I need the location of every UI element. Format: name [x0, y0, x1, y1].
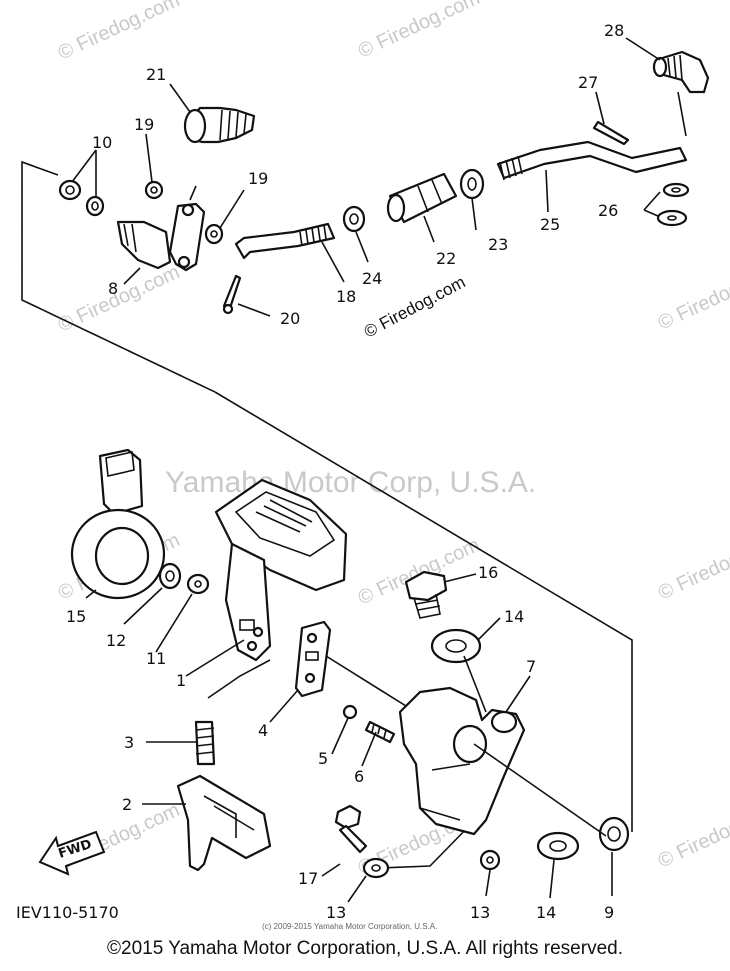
callout-17: 17	[298, 869, 318, 888]
part-13-washers	[362, 849, 501, 879]
part-28-joint	[652, 50, 710, 94]
callout-27: 27	[578, 73, 598, 92]
part-25-rod	[496, 140, 688, 181]
part-1-handle	[214, 478, 348, 662]
shaft-axis-line	[473, 743, 607, 837]
callout-23: 23	[488, 235, 508, 254]
callout-10: 10	[92, 133, 112, 152]
callout-14: 14	[504, 607, 524, 626]
part-27-clip	[592, 120, 630, 146]
callout-11: 11	[146, 649, 166, 668]
callout-1: 1	[176, 671, 186, 690]
callout-19: 19	[134, 115, 154, 134]
part-22-sleeve	[386, 172, 458, 224]
part-26-washers	[656, 182, 690, 227]
leader-lines	[71, 37, 687, 903]
upper-bracket-line	[21, 160, 216, 393]
part-17-bolt	[334, 804, 368, 854]
part-8-lever	[116, 202, 206, 272]
part-23-nut	[459, 168, 485, 200]
diagram-code: IEV110-5170	[16, 903, 119, 922]
callout-15: 15	[66, 607, 86, 626]
part-5-ball	[342, 704, 358, 720]
part-10-washers	[58, 179, 105, 217]
callout-3: 3	[124, 733, 134, 752]
part-7-bracket	[398, 686, 526, 836]
callout-18: 18	[336, 287, 356, 306]
callout-26: 26	[598, 201, 618, 220]
callout-6: 6	[354, 767, 364, 786]
callout-22: 22	[436, 249, 456, 268]
callout-9: 9	[604, 903, 614, 922]
part-14-washer-bottom	[536, 831, 580, 861]
callout-2: 2	[122, 795, 132, 814]
watermark-firedog: © Firedog.com	[655, 529, 730, 604]
lower-bracket-line	[379, 819, 476, 869]
assembly-lines	[21, 160, 633, 869]
callout-4: 4	[258, 721, 268, 740]
callouts: 28 27 26 25 23 22 24 18 20 21 19 19 10 8…	[66, 21, 624, 922]
part-15-grip	[70, 448, 166, 600]
callout-21: 21	[146, 65, 166, 84]
callout-5: 5	[318, 749, 328, 768]
part-21-boot	[183, 106, 256, 144]
part-24-nut	[342, 205, 366, 233]
small-copyright: (c) 2009-2015 Yamaha Motor Corporation, …	[262, 922, 437, 931]
watermark-firedog: © Firedog.com	[355, 0, 483, 63]
callout-12: 12	[106, 631, 126, 650]
part-11-washer	[186, 573, 210, 595]
part-16-bolt	[404, 570, 448, 619]
watermark-firedog: © Firedog.com	[655, 259, 730, 334]
callout-20: 20	[280, 309, 300, 328]
copyright-footer: ©2015 Yamaha Motor Corporation, U.S.A. A…	[107, 938, 623, 959]
right-bracket-line	[214, 391, 633, 832]
part-9-washer	[598, 816, 630, 852]
part-12-collar	[158, 562, 182, 590]
watermark-firedog: © Firedog.com	[55, 0, 183, 65]
part-20-clip	[222, 274, 242, 315]
callout-16: 16	[478, 563, 498, 582]
part-18-rod	[234, 222, 336, 260]
callout-19: 19	[248, 169, 268, 188]
callout-8: 8	[108, 279, 118, 298]
part-4-plate	[294, 620, 332, 698]
part-19-washers	[144, 180, 224, 245]
callout-7: 7	[526, 657, 536, 676]
callout-13: 13	[326, 903, 346, 922]
callout-14: 14	[536, 903, 556, 922]
part-14-washer-top	[430, 628, 482, 664]
part-3-spring	[194, 720, 216, 766]
callout-24: 24	[362, 269, 382, 288]
watermark-yamaha: Yamaha Motor Corp, U.S.A.	[165, 466, 536, 499]
part-6-pin	[364, 720, 396, 744]
callout-28: 28	[604, 21, 624, 40]
callout-13: 13	[470, 903, 490, 922]
part-2-block	[176, 774, 272, 872]
watermark-firedog: © Firedog.com	[655, 797, 730, 872]
callout-25: 25	[540, 215, 560, 234]
